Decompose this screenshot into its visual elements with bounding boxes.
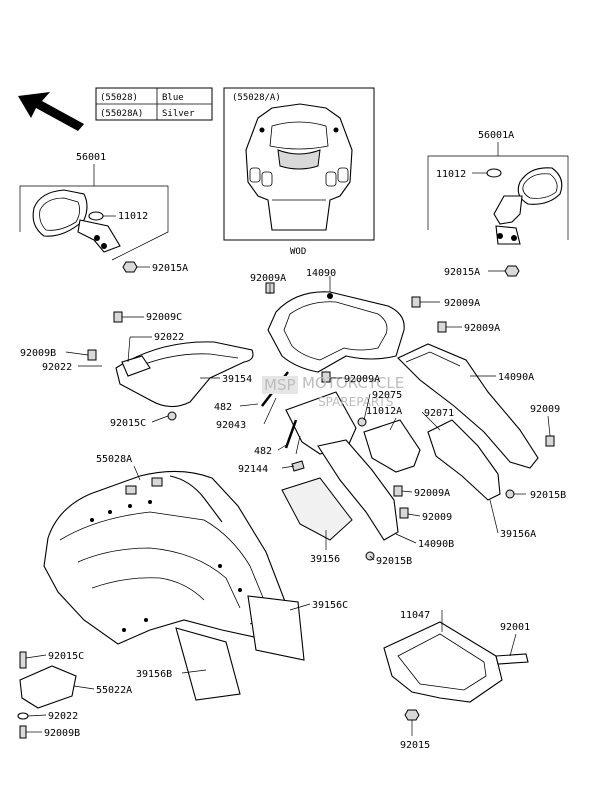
label-92001: 92001 bbox=[500, 622, 530, 633]
label-92009A-e: 92009A bbox=[414, 488, 450, 499]
label-92015A-right: 92015A bbox=[444, 267, 480, 278]
label-92075: 92075 bbox=[372, 390, 402, 401]
label-92015B-mid: 92015B bbox=[376, 556, 412, 567]
label-11047: 11047 bbox=[400, 610, 430, 621]
label-92009C: 92009C bbox=[146, 312, 182, 323]
label-92009A-d: 92009A bbox=[344, 374, 380, 385]
label-39156: 39156 bbox=[310, 554, 340, 565]
watermark-line2: SPAREPARTS bbox=[318, 395, 393, 409]
color-legend: (55028) Blue (55028A) Silver bbox=[95, 87, 213, 121]
label-92009B-bottom: 92009B bbox=[44, 728, 80, 739]
inner-cover-39154 bbox=[115, 341, 254, 408]
label-14090A: 14090A bbox=[498, 372, 534, 383]
label-92015A-left: 92015A bbox=[152, 263, 188, 274]
label-56001A: 56001A bbox=[478, 130, 514, 141]
legend-color-2: Silver bbox=[162, 109, 195, 119]
legend-code-1: (55028) bbox=[100, 93, 138, 103]
label-39156A: 39156A bbox=[500, 529, 536, 540]
label-92009-right: 92009 bbox=[530, 404, 560, 415]
label-11012-right: 11012 bbox=[436, 169, 466, 180]
label-482-b: 482 bbox=[254, 446, 272, 457]
label-92015-bottom: 92015 bbox=[400, 740, 430, 751]
label-92009A-a: 92009A bbox=[250, 273, 286, 284]
right-mirror-group bbox=[427, 142, 569, 277]
bracket-55022A bbox=[17, 651, 77, 739]
label-92071: 92071 bbox=[424, 408, 454, 419]
inset-caption: WOD bbox=[290, 247, 306, 257]
front-view-inset: (55028/A) WOD bbox=[223, 87, 375, 257]
legend-code-2: (55028A) bbox=[100, 109, 143, 119]
watermark: MSP MOTORCYCLE SPAREPARTS bbox=[262, 374, 404, 409]
upper-cowling-55028A bbox=[43, 470, 287, 645]
label-92009B-top: 92009B bbox=[20, 348, 56, 359]
label-11012A: 11012A bbox=[366, 406, 402, 417]
label-92022-bottom: 92022 bbox=[48, 711, 78, 722]
legend-color-1: Blue bbox=[162, 93, 184, 103]
label-92144: 92144 bbox=[238, 464, 268, 475]
side-panel-14090A bbox=[397, 343, 539, 469]
label-92009A-b: 92009A bbox=[444, 298, 480, 309]
label-56001: 56001 bbox=[76, 152, 106, 163]
label-92015B-right: 92015B bbox=[530, 490, 566, 501]
rods-482 bbox=[261, 371, 305, 472]
left-mirror-group bbox=[19, 164, 169, 273]
label-92009A-c: 92009A bbox=[464, 323, 500, 334]
label-14090B: 14090B bbox=[418, 539, 454, 550]
label-55022A: 55022A bbox=[96, 685, 132, 696]
label-14090: 14090 bbox=[306, 268, 336, 279]
label-92015C-a: 92015C bbox=[110, 418, 146, 429]
label-92022-mid: 92022 bbox=[42, 362, 72, 373]
label-92022-top: 92022 bbox=[154, 332, 184, 343]
lower-inner-panels bbox=[281, 391, 501, 541]
label-39156C: 39156C bbox=[312, 600, 348, 611]
watermark-logo: MSP bbox=[264, 376, 296, 394]
label-39154: 39154 bbox=[222, 374, 252, 385]
inset-title: (55028/A) bbox=[232, 93, 281, 103]
pads-39156 bbox=[175, 595, 305, 701]
label-92015C-b: 92015C bbox=[48, 651, 84, 662]
watermark-line1: MOTORCYCLE bbox=[302, 374, 404, 392]
leader-lines bbox=[25, 284, 551, 736]
part-labels: 56001 11012 92015A 56001A 11012 92015A 9… bbox=[20, 130, 566, 751]
bracket-11047 bbox=[383, 610, 529, 721]
label-55028A: 55028A bbox=[96, 454, 132, 465]
label-39156B: 39156B bbox=[136, 669, 172, 680]
label-11012-left: 11012 bbox=[118, 211, 148, 222]
label-92009-mid: 92009 bbox=[422, 512, 452, 523]
label-482-a: 482 bbox=[214, 402, 232, 413]
label-92043: 92043 bbox=[216, 420, 246, 431]
front-direction-arrow-icon bbox=[18, 92, 84, 131]
inner-panel-14090 bbox=[267, 276, 405, 373]
